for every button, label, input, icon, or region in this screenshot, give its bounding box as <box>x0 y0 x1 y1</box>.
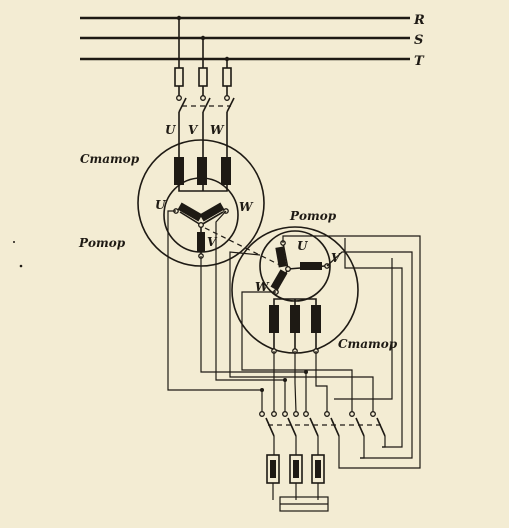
rotor-coupling-line <box>204 227 289 270</box>
machine-1-stator-label: Статор <box>80 152 140 166</box>
switch-bank <box>259 411 386 469</box>
machine-1-rotor-label: Ротор <box>78 236 126 250</box>
wiring-bundle <box>167 210 421 469</box>
machine-1-rotor-u-label: U <box>155 198 167 212</box>
machine-1-rotor-v-label: V <box>207 235 218 249</box>
main-switch <box>176 95 235 157</box>
fuse-3 <box>222 67 232 87</box>
fuse-1 <box>174 67 184 87</box>
machine-1-stator-coil-u <box>174 157 184 185</box>
machine-1-stator-coil-w <box>221 157 231 185</box>
machine-2-rotor-v-label: V <box>331 251 342 265</box>
machine-2-stator-coil-v <box>290 305 300 333</box>
machine-1-stator-coil-v <box>197 157 207 185</box>
machine-2 <box>231 226 359 354</box>
terminal-v-label: V <box>188 123 199 137</box>
terminal-w-label: W <box>210 123 225 137</box>
machine-2-stator-coil-u <box>269 305 279 333</box>
rail-label-s: S <box>414 33 423 48</box>
supply-taps <box>176 15 230 68</box>
terminal-u-label: U <box>165 123 177 137</box>
rail-label-t: T <box>414 54 425 69</box>
supply-rails: R S T <box>80 13 425 69</box>
fuses <box>174 67 232 96</box>
machine-2-rotor-u-label: U <box>297 239 309 253</box>
machine-2-stator-coil-w <box>311 305 321 333</box>
machine-2-stator-label: Статор <box>338 337 398 351</box>
machine-1-rotor-w-label: W <box>239 200 254 214</box>
machine-2-rotor-w-label: W <box>255 280 270 294</box>
rail-label-r: R <box>413 13 425 28</box>
machine-2-rotor-label: Ротор <box>289 209 337 223</box>
resistor-bank <box>266 454 329 512</box>
fuse-2 <box>198 67 208 87</box>
